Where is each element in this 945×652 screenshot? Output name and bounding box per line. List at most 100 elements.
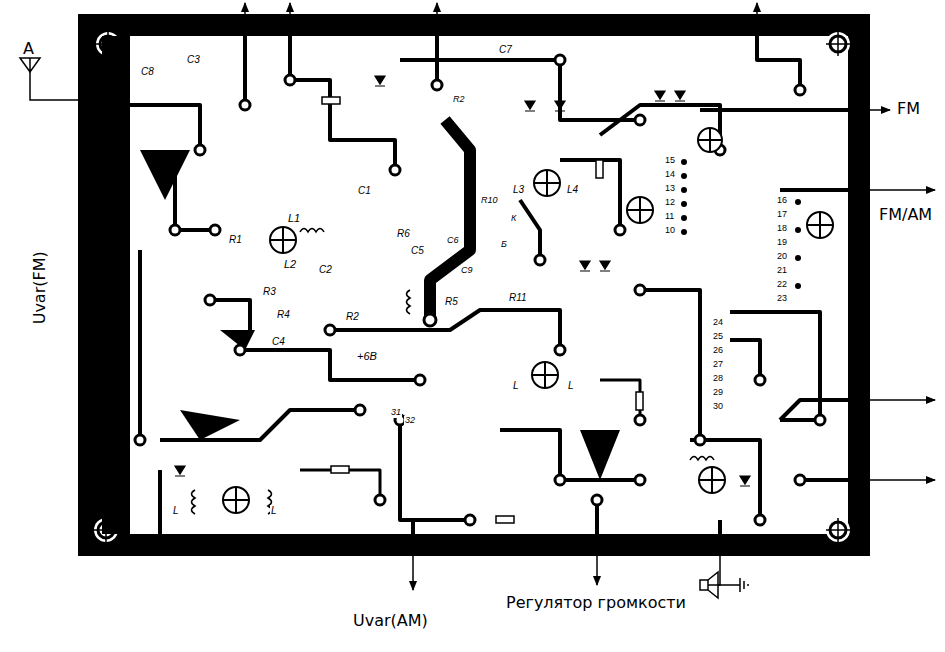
- lead-arrow: [596, 556, 598, 585]
- pad: [755, 375, 765, 385]
- part-label: C1: [357, 185, 372, 196]
- trace: [138, 250, 142, 440]
- transistor-symbol: [532, 362, 558, 388]
- signal-label: Uvar(AM): [352, 612, 429, 630]
- part-label: L: [270, 505, 278, 516]
- diode-symbol: [555, 101, 565, 111]
- transistor-symbol: [627, 197, 653, 223]
- pad: [592, 495, 602, 505]
- signal-label: Uvar(FM): [31, 250, 49, 325]
- coil-symbol: [407, 290, 411, 314]
- copper-area: [140, 150, 190, 200]
- pin-number: 28: [712, 374, 724, 384]
- part-label: +6В: [356, 350, 378, 362]
- part-label: R4: [276, 309, 291, 320]
- pad: [390, 165, 400, 175]
- part-label: C7: [498, 44, 513, 55]
- pin-number: 25: [712, 332, 724, 342]
- pin-number: 11: [664, 212, 675, 222]
- trace: [780, 188, 848, 192]
- mounting-holes: [94, 32, 850, 542]
- pad: [695, 435, 705, 445]
- board-field: [102, 36, 848, 534]
- diode-symbol: [600, 261, 610, 271]
- part-label: L: [567, 380, 575, 391]
- pin-number: 18: [776, 224, 788, 234]
- signal-label: FM: [896, 100, 921, 118]
- pad: [465, 515, 475, 525]
- trace: [400, 420, 470, 520]
- pin-number: 26: [712, 346, 724, 356]
- pad: [555, 475, 565, 485]
- pad: [555, 55, 565, 65]
- pad: [755, 515, 765, 525]
- pin-number: 27: [712, 360, 724, 370]
- mounting-hole: [826, 518, 850, 542]
- transistor-symbol: [223, 487, 249, 513]
- signal-label: FM/AM: [878, 206, 933, 224]
- transistor-symbol: [699, 467, 725, 493]
- lead-arrow: [870, 189, 935, 191]
- part-label: К: [510, 214, 517, 224]
- pad: [795, 85, 805, 95]
- mounting-hole: [826, 32, 850, 56]
- diode-symbol: [375, 76, 385, 86]
- resistor-symbol: [331, 466, 349, 473]
- pin-number: 19: [776, 238, 788, 248]
- diode-symbol: [740, 476, 750, 486]
- pad: [170, 225, 180, 235]
- copper-area: [180, 410, 240, 440]
- pin-number: 17: [776, 210, 788, 220]
- part-label: R11: [508, 292, 528, 303]
- copper-area: [102, 36, 130, 534]
- pin-number: 15: [664, 156, 676, 166]
- coil-symbol: [192, 490, 196, 514]
- pad: [795, 475, 805, 485]
- trace: [757, 36, 800, 90]
- part-label: 31: [390, 408, 402, 418]
- lead-arrow: [436, 3, 438, 14]
- pad: [205, 295, 215, 305]
- trace: [500, 430, 640, 480]
- trace: [400, 60, 640, 120]
- pin-dot: [681, 201, 687, 207]
- ground-symbol: [718, 578, 748, 592]
- trace: [780, 400, 848, 420]
- part-label: L2: [283, 258, 297, 270]
- trace: [718, 520, 722, 534]
- trace: [330, 310, 560, 350]
- pad: [285, 75, 295, 85]
- part-label: R6: [396, 228, 411, 239]
- part-label: R1: [228, 234, 243, 245]
- transistor-symbol: [270, 227, 296, 253]
- pad: [355, 405, 365, 415]
- resistor-symbol: [496, 516, 514, 523]
- mounting-hole: [826, 518, 850, 542]
- copper-area: [580, 430, 620, 480]
- resistor-symbol: [636, 392, 643, 410]
- signal-label: A: [22, 40, 35, 58]
- lead-arrow: [244, 3, 246, 14]
- pin-dot: [681, 159, 687, 165]
- trace: [175, 150, 215, 230]
- transistors: [223, 128, 833, 513]
- coil-symbol: [300, 229, 324, 233]
- diodes: [175, 76, 750, 486]
- pad: [235, 345, 245, 355]
- speaker-symbol: [700, 580, 708, 590]
- part-label: R3: [262, 286, 277, 297]
- pad: [325, 325, 335, 335]
- coils: [192, 229, 715, 515]
- pin-dots: [681, 159, 801, 289]
- lead-arrow: [289, 3, 291, 14]
- trace: [210, 300, 250, 330]
- trace: [690, 440, 760, 520]
- part-label: 32: [404, 416, 416, 426]
- pad: [635, 115, 645, 125]
- part-label: L1: [287, 212, 301, 224]
- pin-number: 14: [664, 170, 676, 180]
- pad: [635, 415, 645, 425]
- part-label: C9: [460, 266, 474, 276]
- pin-number: 12: [664, 198, 676, 208]
- pin-dot: [681, 215, 687, 221]
